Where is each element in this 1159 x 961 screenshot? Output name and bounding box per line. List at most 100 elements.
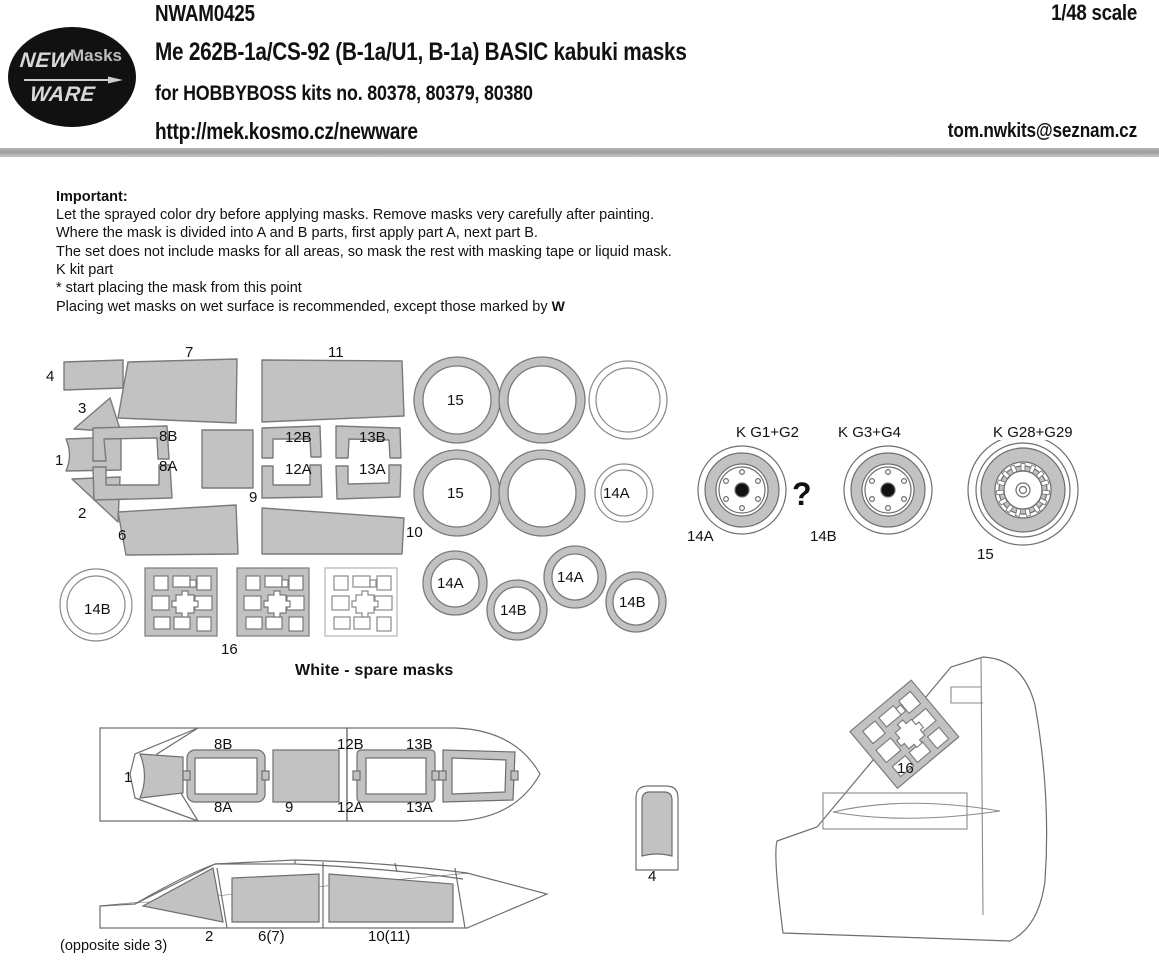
label-ring-14b-sp: 14B [84, 601, 111, 618]
wheel-g3-g4 [843, 445, 933, 535]
wheel-2-kit-label: K G3+G4 [838, 424, 901, 441]
mask-part-11-shape [261, 359, 405, 423]
important-title: Important: [56, 189, 128, 205]
mask-part-16-gray-1 [144, 567, 218, 637]
label-part-12a: 12A [285, 461, 312, 478]
ring-14b-2 [605, 571, 667, 633]
label-part-9: 9 [249, 489, 258, 506]
label-ring-14b-2: 14B [619, 594, 646, 611]
side-mask-2 [141, 867, 224, 923]
ftv-label-1: 1 [124, 769, 133, 786]
label-ring-14a-1: 14A [437, 575, 464, 592]
ring-14a-white-spare-outer [594, 463, 654, 523]
wheel-1-mask-label: 14A [687, 528, 714, 545]
scale-label: 1/48 scale [1051, 0, 1137, 25]
mask-part-13a-shape [335, 464, 402, 500]
label-part-4: 4 [46, 368, 55, 385]
ftv-label-13a: 13A [406, 799, 433, 816]
kit-prefix-3: K [993, 424, 1004, 441]
ftv-label-12b: 12B [337, 736, 364, 753]
label-part-3: 3 [78, 400, 87, 417]
label-part-6: 6 [118, 527, 127, 544]
important-line-6: Placing wet masks on wet surface is reco… [56, 297, 816, 316]
ring-masks-group [413, 356, 668, 641]
mask-part-8b-shape [92, 425, 170, 462]
mask-parts-sheet [59, 358, 405, 642]
wheel-1-kit-label: K G1+G2 [736, 424, 799, 441]
label-part-1: 1 [55, 452, 64, 469]
wheel-2-mask-label: 14B [810, 528, 837, 545]
tail-mask-16 [849, 679, 960, 790]
mask-part-12a-shape [261, 464, 323, 499]
wheel-diagrams [697, 440, 1079, 546]
ftv-label-13b: 13B [406, 736, 433, 753]
important-line-3: The set does not include masks for all a… [56, 243, 672, 260]
mask-part-8a-shape [92, 464, 173, 501]
wheel-3-kit-label: K G28+G29 [993, 424, 1073, 441]
small-part-4-label: 4 [648, 868, 657, 885]
logo-new-text: NEW [18, 49, 72, 72]
mask-part-13b-shape [335, 425, 402, 459]
kits-subtitle: for HOBBYBOSS kits no. 80378, 80379, 803… [155, 82, 533, 105]
mask-part-10-shape [261, 507, 405, 555]
contact-email[interactable]: tom.nwkits@seznam.cz [947, 120, 1137, 142]
ring-14b-1 [486, 579, 548, 641]
page-header: NEW Masks WARE NWAM0425 1/48 scale Me 26… [0, 0, 1159, 160]
label-ring-14a-sp: 14A [603, 485, 630, 502]
mask-part-9-shape [201, 429, 254, 489]
white-spare-note: White - spare masks [295, 662, 454, 679]
mask-part-6-shape [117, 504, 239, 556]
fsv-label-6-7: 6(7) [258, 928, 285, 945]
label-part-13b: 13B [359, 429, 386, 446]
important-line-2: Where the mask is divided into A and B p… [56, 225, 538, 242]
logo-ware-text: WARE [28, 83, 97, 106]
label-ring-14b-1: 14B [500, 602, 527, 619]
kit-prefix-1: K [736, 424, 747, 441]
ring-15-white-spare-outer [588, 360, 668, 440]
w-marker-glyph: W [551, 298, 565, 315]
mask-part-4-shape [63, 359, 124, 391]
label-part-2: 2 [78, 505, 87, 522]
wet-note-text: Placing wet masks on wet surface is reco… [56, 299, 552, 316]
ftv-label-8a: 8A [214, 799, 233, 816]
ring-15-white-spare-inner [595, 367, 661, 433]
wheel-g28-g29 [967, 440, 1079, 546]
important-line-5: * start placing the mask from this point [56, 280, 302, 297]
product-code: NWAM0425 [155, 0, 255, 26]
label-part-11: 11 [328, 344, 344, 361]
label-ring-15-b: 15 [447, 485, 464, 502]
label-ring-14a-2: 14A [557, 569, 584, 586]
ring-15-b-blank [498, 356, 586, 444]
ftv-label-8b: 8B [214, 736, 233, 753]
side-mask-6-7 [231, 873, 320, 923]
mask-part-16-white-spare [324, 567, 398, 637]
important-line-4: K kit part [56, 261, 114, 278]
ring-15-d-blank [498, 449, 586, 537]
ftv-label-9: 9 [285, 799, 294, 816]
label-part-13a: 13A [359, 461, 386, 478]
wheel-3-mask-label: 15 [977, 546, 994, 563]
kit-parts-2: G3+G4 [852, 424, 901, 441]
label-part-10: 10 [406, 524, 423, 541]
wheel-g1-g2 [697, 445, 787, 535]
mask-ring-14b-white [59, 568, 133, 642]
kit-parts-1: G1+G2 [750, 424, 799, 441]
label-part-7: 7 [185, 344, 194, 361]
important-notes: Important: Let the sprayed color dry bef… [56, 188, 816, 316]
right-arrow-icon [24, 76, 123, 84]
fuselage-mask-9 [272, 749, 340, 803]
brand-logo: NEW Masks WARE [8, 27, 136, 127]
label-part-16: 16 [221, 641, 238, 658]
small-part-4-diagram [635, 785, 679, 871]
label-part-8b: 8B [159, 428, 178, 445]
ring-14a-2 [543, 545, 607, 609]
label-ring-15-a: 15 [447, 392, 464, 409]
mask-part-16-gray-2 [236, 567, 310, 637]
header-divider [0, 148, 1159, 157]
ring-14a-1 [422, 550, 488, 616]
website-url[interactable]: http://mek.kosmo.cz/newware [155, 118, 418, 144]
side-mask-10-11 [328, 873, 454, 923]
fsv-label-10-11: 10(11) [368, 928, 411, 945]
ring-14a-white-spare-inner [600, 469, 648, 517]
page-title: Me 262B-1a/CS-92 (B-1a/U1, B-1a) BASIC k… [155, 38, 687, 66]
